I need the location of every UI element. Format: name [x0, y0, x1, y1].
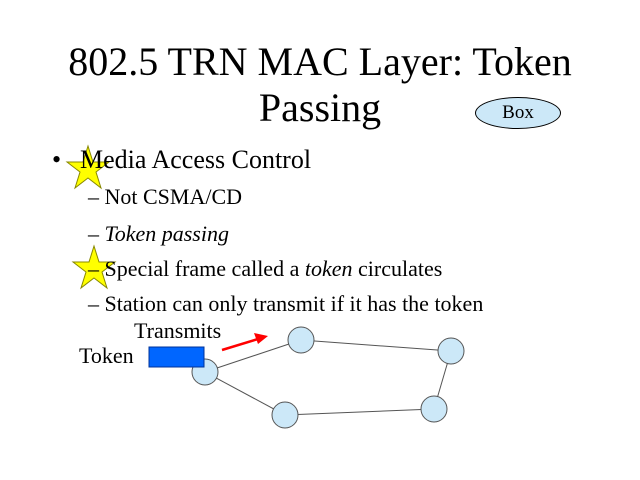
token-rect	[148, 346, 205, 368]
sub-bullet-text: Not CSMA/CD	[104, 184, 243, 209]
station-node	[271, 401, 299, 429]
sub-bullet: – Station can only transmit if it has th…	[88, 291, 483, 317]
sub-bullet-text: Token passing	[104, 221, 229, 246]
sub-bullet-text: Station can only transmit if it has the …	[104, 291, 484, 316]
sub-bullet: – Not CSMA/CD	[88, 184, 242, 210]
station-node	[287, 326, 315, 354]
link	[300, 339, 452, 352]
sub-bullet-text: Special frame called a	[104, 256, 305, 281]
dash: –	[88, 221, 99, 246]
link	[204, 371, 286, 416]
star-icon	[65, 144, 111, 190]
transmits-label: Transmits	[134, 318, 222, 343]
sub-bullet-text: circulates	[352, 256, 443, 281]
arrow-head	[254, 333, 268, 344]
dash: –	[88, 256, 99, 281]
token-label: Token	[79, 343, 134, 368]
sub-bullet-text: token	[304, 256, 353, 281]
station-node	[420, 395, 448, 423]
sub-bullet: – Token passing	[88, 221, 229, 247]
bullet-main: Media Access Control	[80, 145, 312, 174]
link	[204, 339, 302, 373]
station-node	[437, 337, 465, 365]
title-line-1: 802.5 TRN MAC Layer: Token	[68, 39, 572, 84]
box-button-label: Box	[502, 102, 534, 123]
sub-bullet: – Special frame called a token circulate…	[88, 256, 442, 282]
link	[284, 408, 435, 416]
bullet-marker: •	[52, 145, 62, 174]
box-button[interactable]: Box	[475, 97, 561, 129]
dash: –	[88, 184, 99, 209]
star-icon	[71, 244, 117, 290]
title-line-2: Passing	[258, 85, 382, 130]
transmit-arrow	[221, 337, 259, 352]
dash: –	[88, 291, 99, 316]
